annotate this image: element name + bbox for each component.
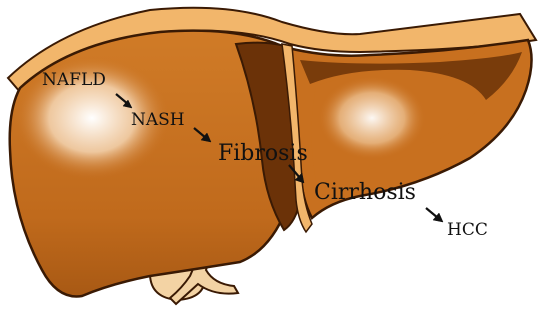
stage-label-cirrhosis: Cirrhosis <box>314 182 416 204</box>
stage-label-fibrosis: Fibrosis <box>218 143 308 165</box>
stage-label-nash: NASH <box>131 112 185 129</box>
stage-label-hcc: HCC <box>447 222 488 239</box>
right-highlight <box>318 76 426 160</box>
stage-label-nafld: NAFLD <box>42 72 106 89</box>
arrow-cirrhosis-hcc <box>426 208 443 222</box>
